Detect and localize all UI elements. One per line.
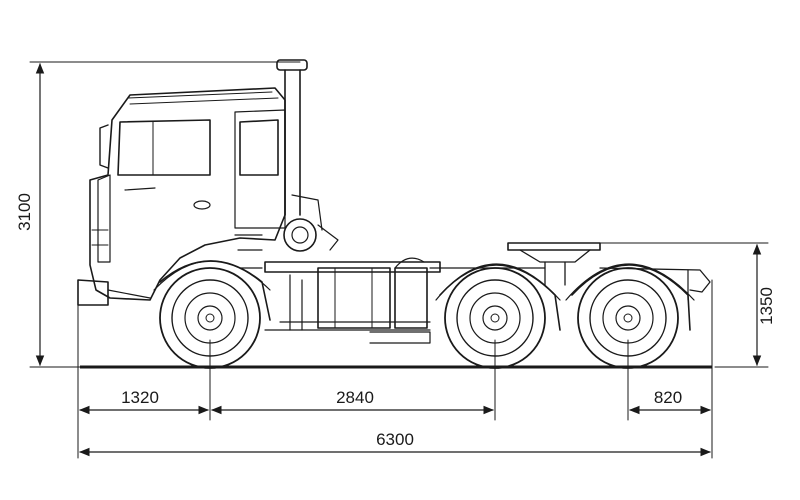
- truck-illustration: [77, 59, 711, 369]
- cab: [77, 87, 286, 306]
- rear-fender-1: [439, 264, 561, 331]
- windshield: [117, 119, 211, 176]
- rear-overhang-label: 820: [654, 388, 682, 407]
- fifth-wheel: [429, 242, 601, 286]
- front-bumper: [77, 279, 109, 306]
- rear-wheel-1: [444, 267, 546, 369]
- front-wheel: [159, 267, 261, 369]
- rear-wheel-2: [577, 267, 679, 369]
- extension-lines: [29, 61, 769, 459]
- overall-length-label: 6300: [376, 430, 414, 449]
- exhaust-stack: [276, 59, 339, 252]
- front-fender: [159, 260, 271, 321]
- fifth-wheel-height-label: 1350: [757, 287, 776, 325]
- overall-height-label: 3100: [15, 193, 34, 231]
- rear-fender-2: [571, 264, 691, 331]
- wheelbase-label: 2840: [336, 388, 374, 407]
- front-overhang-label: 1320: [121, 388, 159, 407]
- side-mirror: [99, 124, 109, 169]
- fuel-tank: [289, 257, 431, 344]
- door-window: [239, 119, 279, 176]
- chassis-frame: [264, 261, 441, 331]
